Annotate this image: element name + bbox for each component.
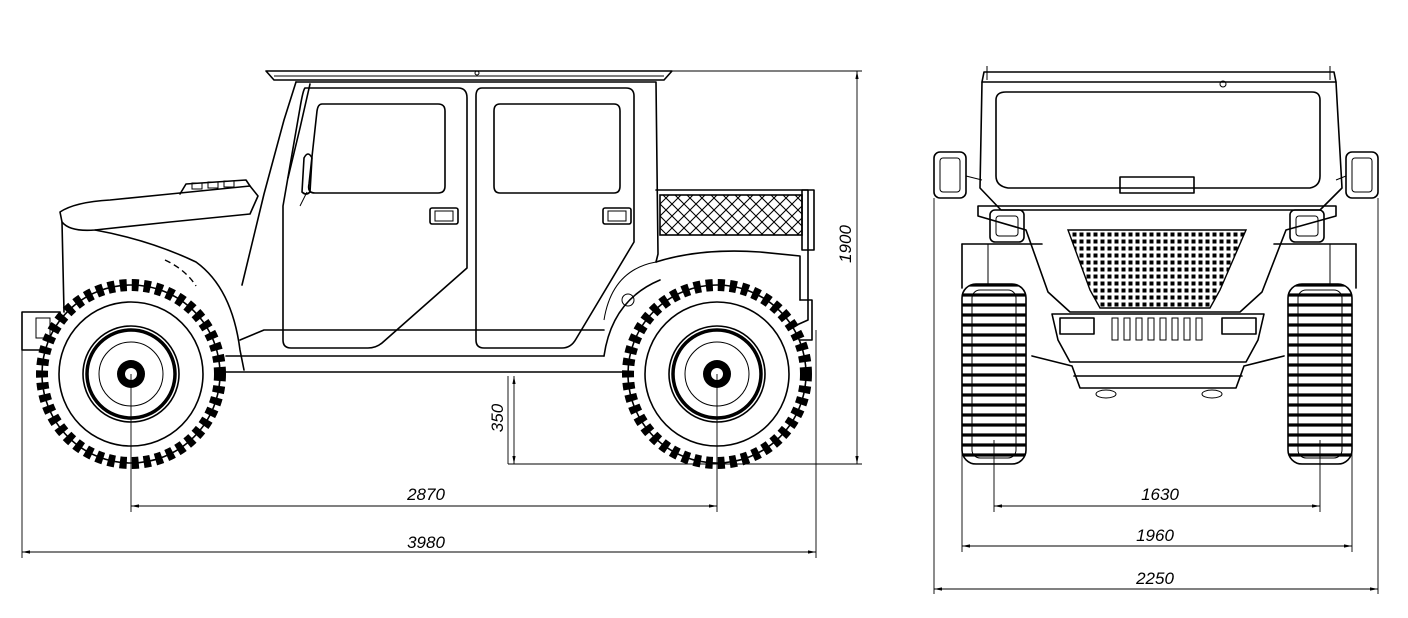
right-mirror (1345, 151, 1379, 199)
windshield (995, 91, 1321, 189)
front-right-tire (1287, 283, 1353, 465)
hood (59, 185, 259, 232)
roof-rack (265, 70, 673, 81)
dim-wheelbase: 2870 (406, 485, 445, 504)
dim-height-total: 1900 (836, 225, 855, 263)
right-headlight (1289, 209, 1325, 243)
rear-bumper (799, 299, 813, 341)
dim-width-mirrors: 2250 (1135, 569, 1174, 588)
cab-outline (295, 81, 659, 263)
dim-track-width: 1630 (1141, 485, 1179, 504)
side-dimensions: 3980 2870 1900 350 (21, 70, 862, 558)
front-grille (1066, 229, 1248, 309)
left-mirror (933, 151, 967, 199)
left-headlight (989, 209, 1025, 243)
dim-length-total: 3980 (407, 533, 445, 552)
rear-door-handle (602, 207, 632, 225)
front-dimensions: 1630 1960 2250 (933, 198, 1379, 594)
front-fender (61, 221, 245, 371)
side-mirror (301, 153, 313, 195)
front-body (977, 205, 1337, 313)
dim-ground-clearance: 350 (488, 403, 507, 432)
front-view (933, 66, 1379, 465)
rear-door (475, 87, 635, 349)
front-bumper-fv (1051, 313, 1265, 363)
rear-door-window (493, 103, 621, 194)
dim-body-width: 1960 (1136, 526, 1174, 545)
cargo-bed-mesh (659, 194, 803, 236)
front-door-window (307, 103, 446, 194)
front-door (282, 87, 468, 349)
front-left-tire (961, 283, 1027, 465)
side-view (21, 70, 815, 469)
front-door-handle (429, 207, 459, 225)
front-roof (981, 71, 1337, 83)
